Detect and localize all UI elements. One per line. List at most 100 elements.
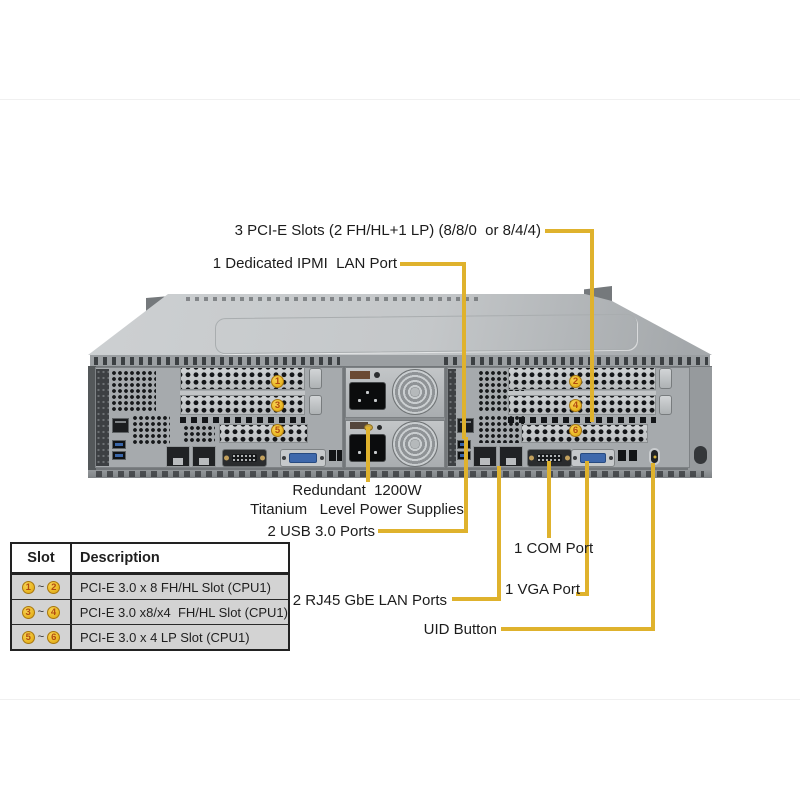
callout-line-vga — [585, 461, 589, 596]
chassis-left-wall — [88, 366, 96, 470]
chassis-lid — [88, 294, 712, 355]
slot-description: PCI-E 3.0 x 4 LP Slot (CPU1) — [80, 629, 250, 645]
slot-latch — [659, 368, 672, 389]
pcie-slot-cover-3 — [180, 395, 305, 415]
label-uid-button: UID Button — [423, 621, 497, 638]
rear-vents-right — [444, 357, 708, 365]
callout-line-vga — [576, 592, 589, 596]
rear-vents-left — [94, 357, 340, 365]
callout-line-usb — [378, 529, 468, 533]
page-divider-bottom — [0, 699, 800, 700]
power-inlet — [349, 382, 386, 410]
slot-description: PCI-E 3.0 x 8 FH/HL Slot (CPU1) — [80, 579, 271, 595]
label-vga-port: 1 VGA Port — [505, 581, 581, 598]
label-usb-ports: 2 USB 3.0 Ports — [267, 523, 375, 540]
pcie-slot-cover-2 — [508, 367, 656, 390]
slot-marker-2: 2 — [569, 375, 582, 388]
vent-grid — [132, 415, 170, 444]
label-pcie-slots: 3 PCI-E Slots (2 FH/HL+1 LP) (8/8/0 or 8… — [234, 222, 541, 239]
slot-latch — [659, 395, 672, 415]
rj45-lan-port — [473, 446, 497, 467]
slot-marker-5: 5 — [271, 424, 284, 437]
label-power-supplies: Redundant 1200W Titanium Level Power Sup… — [250, 482, 464, 518]
rear-vent-strip — [90, 355, 710, 366]
slot-badge: 6 — [47, 630, 61, 644]
vga-port — [280, 449, 326, 467]
usb3-port — [112, 440, 126, 449]
pcie-slot-cover-4 — [508, 395, 656, 415]
callout-line-com — [547, 461, 551, 538]
vga-pins — [580, 453, 606, 463]
lid-top-vents — [186, 297, 481, 301]
slot-range: 3 ~ 4 — [12, 600, 72, 624]
small-port — [629, 450, 637, 461]
tilde: ~ — [37, 581, 45, 593]
rj45-lan-port — [166, 446, 190, 467]
slot-badge: 4 — [47, 605, 61, 619]
psu-label-sticker — [350, 422, 368, 429]
callout-line-uid — [501, 627, 655, 631]
slot-description: PCI-E 3.0 x8/x4 FH/HL Slot (CPU1) — [79, 604, 288, 620]
label-com-port: 1 COM Port — [514, 540, 594, 557]
callout-line-pcie — [590, 229, 594, 422]
header-slot: Slot — [12, 544, 72, 572]
com-port — [222, 449, 267, 467]
node-left-edge-vents — [448, 369, 456, 466]
callout-line-ipmi — [400, 262, 464, 266]
tilde: ~ — [37, 631, 45, 643]
com-pins — [537, 454, 562, 462]
com-pins — [232, 454, 257, 462]
page-divider-top — [0, 99, 800, 100]
table-row: 5 ~ 6 PCI-E 3.0 x 4 LP Slot (CPU1) — [12, 624, 288, 649]
psu-fan — [392, 421, 438, 467]
pcie-slot-cover-1 — [180, 367, 305, 390]
lan-port — [112, 418, 129, 433]
rj45-lan-port — [499, 446, 523, 467]
usb3-port — [112, 451, 126, 460]
small-port — [337, 450, 342, 461]
psu-fan — [392, 369, 438, 415]
slot-marker-6: 6 — [569, 424, 582, 437]
label-lan-ports: 2 RJ45 GbE LAN Ports — [292, 592, 447, 609]
slot-rail — [180, 391, 305, 395]
slot-badge: 3 — [21, 605, 35, 619]
slot-badge: 2 — [47, 580, 61, 594]
node-left-edge-vents — [96, 369, 109, 466]
slot-marker-1: 1 — [271, 375, 284, 388]
slot-range: 5 ~ 6 — [12, 625, 72, 649]
callout-line-lan — [452, 597, 501, 601]
slot-range: 1 ~ 2 — [12, 575, 72, 599]
callout-line-ipmi — [462, 262, 466, 439]
callout-line-usb — [464, 437, 468, 533]
tilde: ~ — [37, 606, 45, 618]
pcie-slot-cover-6 — [521, 424, 648, 443]
pcie-slot-cover-5 — [219, 424, 308, 443]
slot-vent-dashes — [508, 417, 656, 423]
psu-label-sticker — [350, 371, 370, 379]
label-ipmi-lan-port: 1 Dedicated IPMI LAN Port — [212, 255, 397, 272]
vga-pins — [289, 453, 317, 463]
callout-line-psu — [366, 427, 370, 482]
psu-screw — [374, 372, 380, 378]
callout-line-uid — [651, 463, 655, 631]
callout-line-lan — [497, 466, 501, 601]
rj45-lan-port — [192, 446, 216, 467]
small-port — [329, 450, 336, 461]
header-description: Description — [80, 550, 160, 566]
slot-badge: 1 — [21, 580, 35, 594]
slot-latch — [309, 368, 322, 389]
vga-port — [571, 449, 615, 467]
slot-description-table: Slot Description 1 ~ 2 PCI-E 3.0 x 8 FH/… — [10, 542, 290, 651]
slot-badge: 5 — [21, 630, 35, 644]
callout-line-pcie — [545, 229, 592, 233]
table-header-row: Slot Description — [12, 544, 288, 572]
table-row: 3 ~ 4 PCI-E 3.0 x8/x4 FH/HL Slot (CPU1) — [12, 599, 288, 624]
lid-emboss-panel — [215, 313, 637, 355]
table-row: 1 ~ 2 PCI-E 3.0 x 8 FH/HL Slot (CPU1) — [12, 572, 288, 599]
slot-marker-3: 3 — [271, 399, 284, 412]
psu-screw — [377, 425, 382, 430]
bottom-vents — [96, 471, 704, 477]
slot-latch — [309, 395, 322, 415]
pull-handle — [694, 446, 707, 464]
